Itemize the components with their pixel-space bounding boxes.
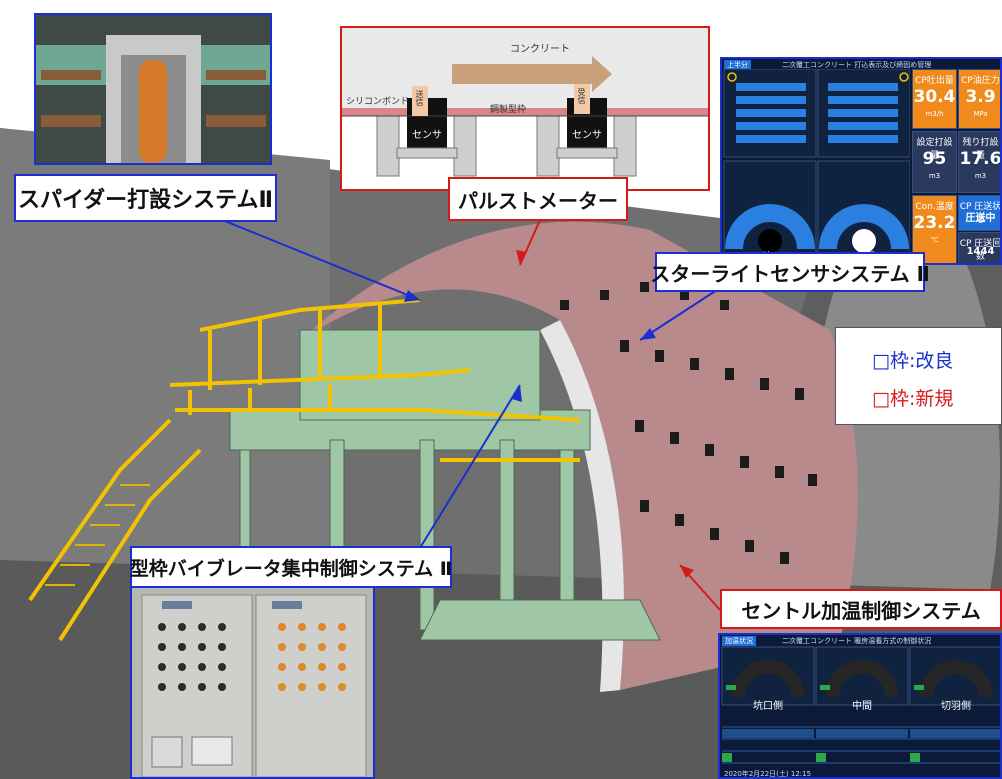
tile-title: CP油圧力	[961, 76, 1000, 86]
pulse-silicone-label: シリコンボンド	[346, 97, 410, 107]
starlight-dashboard-title: 二次覆工コンクリート 打込表示及び締固め管理	[782, 61, 932, 69]
tile-value: 17.6	[959, 149, 1002, 169]
heating-dashboard-title: 二次覆工コンクリート 暖房温養方式の制御状況	[782, 637, 932, 645]
tile-title: 残り打設量	[962, 138, 999, 161]
heating-section-2: 中間	[852, 701, 872, 712]
heating-section-1: 坑口側	[753, 701, 783, 712]
tile-unit: m3/h	[925, 110, 944, 118]
pulse-sensor-left-label: センサ	[412, 130, 442, 141]
tile-unit: m3	[974, 172, 987, 180]
pulse-sensor-right-label: センサ	[572, 130, 602, 141]
heating-dashboard: 加温状況 二次覆工コンクリート 暖房温養方式の制御状況 坑口側 中間 切羽側 2…	[718, 633, 1002, 779]
tile-title: Con.温度	[915, 202, 954, 212]
tile-value: 3.9	[965, 87, 996, 107]
pulse-send-label: 送信	[415, 90, 424, 106]
tile-title: CP吐出量	[915, 76, 954, 86]
pulse-meter-label: パルストメーター	[448, 177, 628, 221]
tile-value: 95	[922, 149, 947, 169]
tile-value: 1444	[966, 246, 995, 257]
starlight-tile: CP 圧送状態圧送中	[958, 195, 1002, 231]
starlight-system-label: スターライトセンサシステム Ⅱ	[650, 252, 930, 292]
vibrator-panel-photo	[130, 585, 375, 779]
vibrator-panel-image	[132, 587, 373, 777]
heating-system-label: セントル加温制御システム	[720, 589, 1002, 629]
tile-unit: m3	[928, 172, 941, 180]
starlight-charts-panel	[723, 69, 910, 262]
spider-system-photo	[34, 13, 272, 165]
pulse-meter-diagram: コンクリート シリコンボンド 鋼製型枠 センサ センサ 送信 受信	[340, 26, 710, 191]
heating-dashboard-tab[interactable]: 加温状況	[722, 636, 756, 646]
tile-value: 30.4	[913, 87, 956, 107]
tile-value: 圧送中	[965, 213, 996, 224]
starlight-dashboard: 二次覆工コンクリート 打込表示及び締固め管理 上半分 坑口 切羽 CP吐出量30…	[720, 57, 1002, 265]
pulse-concrete-label: コンクリート	[510, 44, 570, 55]
pulse-receive-label: 受信	[577, 88, 586, 104]
tile-unit: MPa	[973, 110, 988, 118]
heating-gauges	[721, 646, 1000, 764]
legend-new: □枠:新規	[872, 388, 954, 410]
heating-footer: 2020年2月22日(土) 12:15	[724, 770, 812, 778]
tile-title: CP 圧送回数	[959, 239, 1002, 262]
pulse-meter-drawing	[342, 28, 708, 177]
pulse-steel-form-label: 鋼製型枠	[490, 105, 527, 115]
heating-section-3: 切羽側	[941, 701, 971, 712]
spider-system-label: スパイダー打設システムⅡ	[14, 174, 277, 222]
legend-improved: □枠:改良	[872, 350, 954, 372]
frame-legend: □枠:改良 □枠:新規	[835, 327, 1002, 425]
vibrator-system-label: 型枠バイブレータ集中制御システム Ⅱ	[130, 546, 452, 588]
tile-value: 23.2	[913, 213, 956, 233]
starlight-dashboard-tab[interactable]: 上半分	[724, 60, 751, 70]
tile-unit: ℃	[930, 236, 939, 244]
tile-title: CP 圧送状態	[959, 202, 1002, 225]
tile-title: 設定打設量	[916, 138, 953, 161]
spider-render-image	[36, 15, 270, 163]
